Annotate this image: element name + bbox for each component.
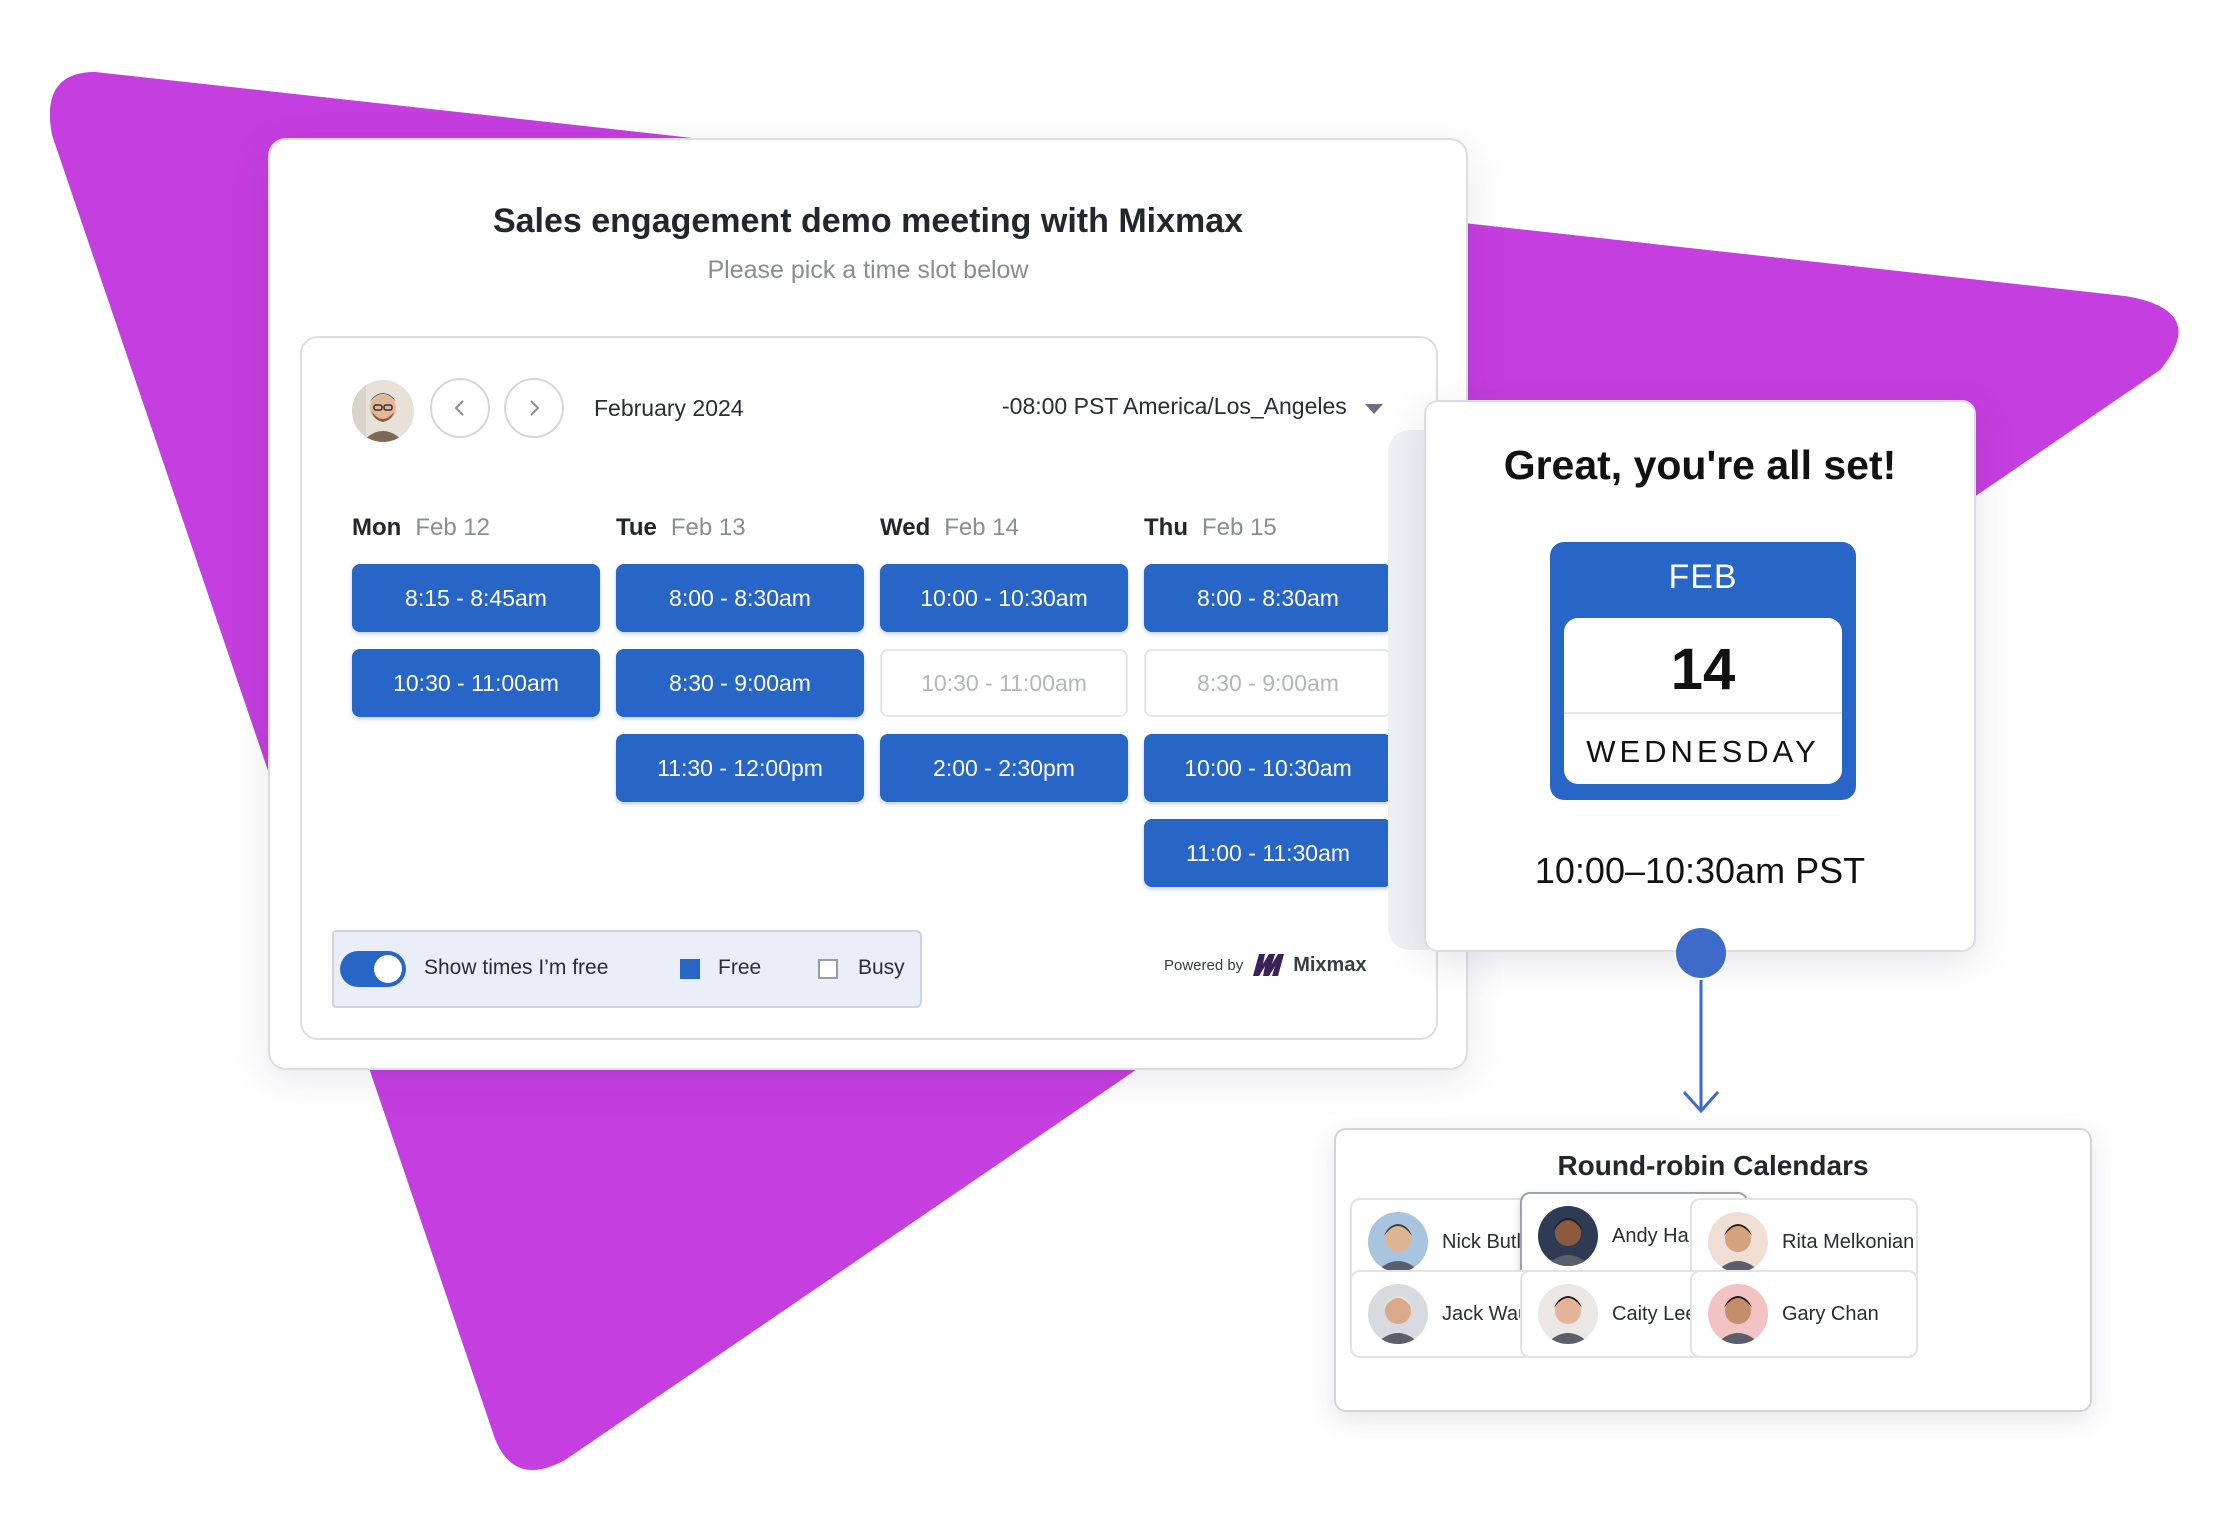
avatar [1538,1284,1598,1344]
chevron-right-icon [530,400,540,416]
free-swatch [680,959,700,979]
brand-name: Mixmax [1293,953,1367,976]
day-name: Wed [880,514,931,541]
round-robin-title: Round-robin Calendars [1557,1150,1869,1181]
avatar [1368,1212,1428,1272]
powered-by-badge[interactable]: Powered by Mixmax [1164,952,1367,978]
member-name: Rita Melkonian [1782,1230,1915,1253]
legend-bar: Show times I’m free Free Busy [332,930,922,1008]
day-column-mon: Mon Feb 12 8:15 - 8:45am 10:30 - 11:00am [352,514,600,717]
time-slot-button[interactable]: 8:00 - 8:30am [616,564,864,632]
avatar [1368,1284,1428,1344]
toggle-label: Show times I’m free [424,956,609,979]
timezone-label: -08:00 PST America/Los_Angeles [1002,393,1347,419]
round-robin-member[interactable]: Gary Chan [1690,1270,1918,1358]
day-date: Feb 14 [944,514,1019,541]
time-slot-list: 10:00 - 10:30am 10:30 - 11:00am 2:00 - 2:3… [880,564,1128,802]
date-badge-body: 14 WEDNESDAY [1564,618,1842,784]
page-subtitle: Please pick a time slot below [707,256,1029,284]
busy-swatch [818,959,838,979]
confirmation-time: 10:00–10:30am PST [1534,850,1866,891]
powered-by-label: Powered by [1164,956,1244,974]
time-slot-button[interactable]: 10:00 - 10:30am [1144,734,1392,802]
time-slot-list: 8:00 - 8:30am 8:30 - 9:00am 10:00 - 10:30a… [1144,564,1392,887]
month-label: February 2024 [594,395,744,421]
day-date: Feb 12 [415,514,491,541]
time-slot-list: 8:00 - 8:30am 8:30 - 9:00am 11:30 - 12:00p… [616,564,864,802]
day-column-thu: Thu Feb 15 8:00 - 8:30am 8:30 - 9:00am 10:00… [1144,514,1392,887]
day-name: Tue [616,514,657,541]
time-slot-button[interactable]: 11:30 - 12:00pm [616,734,864,802]
free-legend-label: Free [718,956,762,979]
member-name: Caity Lee [1612,1302,1697,1325]
day-column-tue: Tue Feb 13 8:00 - 8:30am 8:30 - 9:00am 11:30… [616,514,864,802]
toggle-knob [374,955,402,983]
time-slot-button[interactable]: 8:30 - 9:00am [616,649,864,717]
time-slot-button[interactable]: 11:00 - 11:30am [1144,819,1392,887]
day-header: Thu Feb 15 [1144,514,1392,544]
busy-legend-label: Busy [858,956,905,979]
date-badge-day: 14 [1670,637,1736,702]
day-name: Mon [352,514,402,541]
avatar [1708,1284,1768,1344]
connector-dot [1676,928,1726,978]
prev-week-button[interactable] [430,378,490,438]
time-slot-busy: 8:30 - 9:00am [1144,649,1392,717]
day-name: Thu [1144,514,1188,541]
caret-down-icon [1364,403,1383,414]
date-badge-weekday: WEDNESDAY [1586,734,1820,769]
page-title: Sales engagement demo meeting with Mixma… [492,202,1244,240]
mixmax-logo-icon [1253,954,1285,976]
time-slot-busy: 10:30 - 11:00am [880,649,1128,717]
confirmation-card: Great, you're all set! FEB 14 WEDNESDAY … [1424,400,1976,952]
day-header: Wed Feb 14 [880,514,1128,544]
next-week-button[interactable] [504,378,564,438]
member-name: Gary Chan [1782,1302,1879,1325]
date-badge-divider [1564,712,1842,714]
time-slot-button[interactable]: 8:00 - 8:30am [1144,564,1392,632]
chevron-left-icon [454,400,464,416]
timezone-select[interactable]: -08:00 PST America/Los_Angeles [1002,393,1383,420]
scheduler-card: Sales engagement demo meeting with Mixma… [268,138,1468,1070]
show-free-toggle[interactable] [340,951,406,987]
host-avatar [352,380,414,442]
day-header: Mon Feb 12 [352,514,600,544]
date-badge-month: FEB [1668,558,1738,596]
date-badge: FEB 14 WEDNESDAY [1550,542,1856,800]
time-slot-button[interactable]: 10:30 - 11:00am [352,649,600,717]
arrow-down-icon [1682,980,1720,1114]
calendar-panel: February 2024 -08:00 PST America/Los_Ang… [300,336,1438,1040]
confirmation-title: Great, you're all set! [1503,442,1897,488]
day-date: Feb 13 [670,514,746,541]
time-slot-button[interactable]: 8:15 - 8:45am [352,564,600,632]
time-slot-button[interactable]: 10:00 - 10:30am [880,564,1128,632]
member-name: Nick Butler [1442,1230,1539,1253]
day-header: Tue Feb 13 [616,514,864,544]
avatar [1538,1206,1598,1266]
day-date: Feb 15 [1201,514,1277,541]
time-slot-list: 8:15 - 8:45am 10:30 - 11:00am [352,564,600,717]
time-slot-button[interactable]: 2:00 - 2:30pm [880,734,1128,802]
avatar [1708,1212,1768,1272]
day-column-wed: Wed Feb 14 10:00 - 10:30am 10:30 - 11:00am 2… [880,514,1128,802]
